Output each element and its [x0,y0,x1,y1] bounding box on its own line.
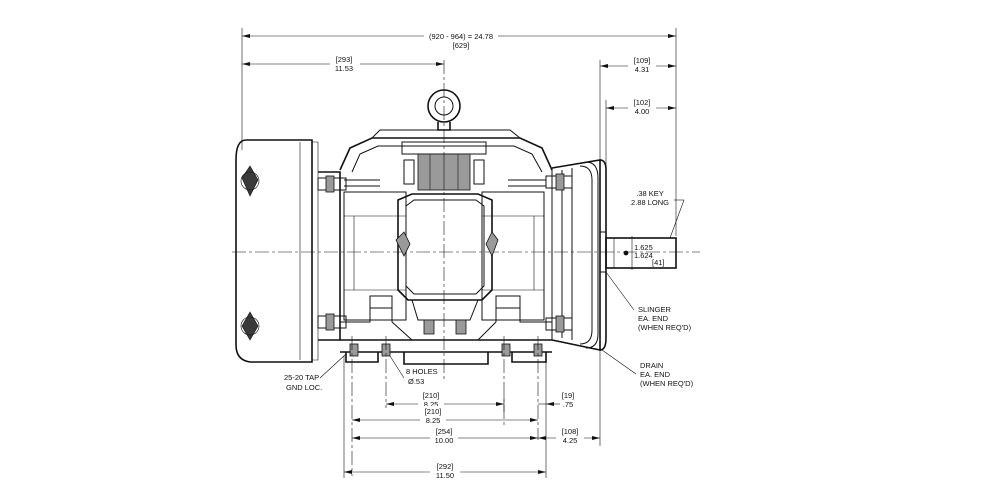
bolt-spacing-b-metric: [210] [425,407,442,416]
eyebolt-offset-value: 11.53 [335,64,353,73]
fan-cover [235,139,319,363]
end-offset-metric: [108] [562,427,579,436]
dim-overall-length: (920 - 964) = 24.78 [629] [241,28,677,236]
base-overall-metric: [292] [437,462,454,471]
eyebolt [427,89,461,131]
key-line2: 2.88 LONG [631,198,669,207]
base-width-value: 10.00 [435,436,454,445]
shaft-diameter-min: 1.624 [634,251,653,260]
dim-shaft-length: [102] 4.00 [605,98,676,238]
callout-tap: 25-20 TAP GND LOC. [284,353,347,392]
motor-frame [317,129,601,476]
overall-length-metric: [629] [453,41,470,50]
shaft-length-metric: [102] [634,98,651,107]
base-width-metric: [254] [436,427,453,436]
shaft-length-value: 4.00 [635,107,650,116]
tap-line2: GND LOC. [286,383,322,392]
dim-shaft-diameter: 1.625 1.624 [41] [631,236,665,270]
base-overall-value: 11.50 [436,471,454,480]
slinger-line3: (WHEN REQ'D) [638,323,692,332]
dim-base-width: [254] 10.00 [352,426,538,446]
callout-key: .38 KEY 2.88 LONG [631,189,685,239]
center-lines [232,60,700,380]
bolt-spacing-a-value: 8.25 [424,400,439,409]
eyebolt-offset-metric: [293] [336,55,353,64]
foot-offset-value: .75 [563,400,573,409]
shaft-extension-value: 4.31 [635,65,650,74]
dim-foot-offset: [19] .75 [538,360,574,412]
callout-holes: 8 HOLES Ø.53 [389,355,438,386]
key-line1: .38 KEY [636,189,664,198]
dim-end-offset: [108] 4.25 [538,350,601,446]
slinger-line2: EA. END [638,314,669,323]
dim-bolt-spacing-b: [210] 8.25 [352,406,538,426]
drain-line1: DRAIN [640,361,663,370]
end-offset-value: 4.25 [563,436,578,445]
dim-eyebolt-offset: [293] 11.53 [242,54,444,74]
foot-offset-metric: [19] [562,391,575,400]
drain-line3: (WHEN REQ'D) [640,379,694,388]
callout-slinger: SLINGER EA. END (WHEN REQ'D) [605,271,692,332]
shaft-extension-metric: [109] [634,56,651,65]
slinger-line1: SLINGER [638,305,672,314]
bolt-spacing-b-value: 8.25 [426,416,441,425]
callout-drain: DRAIN EA. END (WHEN REQ'D) [601,349,694,388]
tap-line1: 25-20 TAP [284,373,319,382]
shaft-diameter-metric: [41] [652,258,665,267]
overall-length-value: (920 - 964) = 24.78 [429,32,493,41]
drain-line2: EA. END [640,370,671,379]
holes-line2: Ø.53 [408,377,424,386]
dim-shaft-extension: [109] 4.31 [599,56,676,160]
dim-base-overall: [292] 11.50 [343,356,547,482]
bolt-spacing-a-metric: [210] [423,391,440,400]
shaft-diameter-max: 1.625 [634,243,653,252]
holes-line1: 8 HOLES [406,367,438,376]
drive-end-shaft [599,159,677,351]
dim-bolt-spacing-a: [210] 8.25 [386,390,505,412]
